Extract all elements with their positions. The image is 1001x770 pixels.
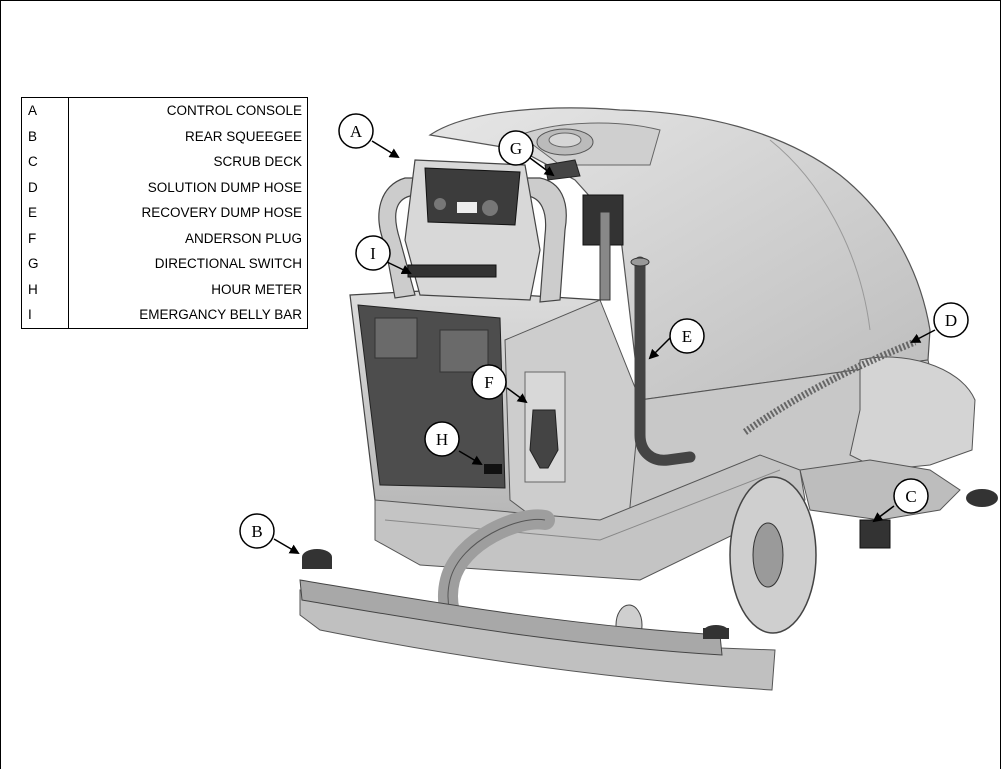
console-knob xyxy=(482,200,498,216)
callout-arrow-a xyxy=(371,140,400,159)
callout-arrow-c xyxy=(872,505,895,523)
callout-arrow-h xyxy=(458,450,483,466)
solution-dump-hose xyxy=(742,338,917,435)
legend-key: G xyxy=(21,251,69,277)
legend-key: F xyxy=(21,225,69,251)
handle-frame xyxy=(378,177,567,303)
callout-circle-b xyxy=(239,513,275,549)
callout-label-h: H xyxy=(436,430,448,449)
callout-a: A xyxy=(338,113,374,149)
legend-key: C xyxy=(21,149,69,175)
legend-label: REAR SQUEEGEE xyxy=(68,123,308,149)
callout-circle-h xyxy=(424,421,460,457)
legend-label: RECOVERY DUMP HOSE xyxy=(68,200,308,226)
legend-key: H xyxy=(21,276,69,302)
label-plate-2 xyxy=(439,329,489,373)
callout-circle-c xyxy=(893,478,929,514)
recovery-dump-hose xyxy=(634,256,696,466)
legend-key: B xyxy=(21,123,69,149)
callout-arrow-e xyxy=(648,337,671,360)
callout-h: H xyxy=(424,421,460,457)
squeegee-caster-right-body xyxy=(703,628,729,639)
solution-hose-tube xyxy=(599,211,611,301)
hose-end-cap xyxy=(630,257,650,267)
legend-label: ANDERSON PLUG xyxy=(68,225,308,251)
legend-label: HOUR METER xyxy=(68,276,308,302)
callout-arrow-g xyxy=(529,157,555,177)
callout-f: F xyxy=(471,364,507,400)
legend-key: D xyxy=(21,174,69,200)
callout-g: G xyxy=(498,130,534,166)
anderson-plug xyxy=(529,409,559,469)
callout-label-i: I xyxy=(370,244,376,263)
legend-label: SCRUB DECK xyxy=(68,149,308,175)
callout-label-g: G xyxy=(510,139,522,158)
recovery-tank-hood xyxy=(428,107,931,401)
callout-d: D xyxy=(933,302,969,338)
legend-label: DIRECTIONAL SWITCH xyxy=(68,251,308,277)
callout-circle-a xyxy=(338,113,374,149)
callout-i: I xyxy=(355,235,391,271)
bumper-trim xyxy=(384,469,781,541)
callout-circle-d xyxy=(933,302,969,338)
rear-squeegee-frame xyxy=(299,579,723,656)
belly-bar xyxy=(407,264,497,278)
console-display xyxy=(457,202,477,213)
callout-circle-f xyxy=(471,364,507,400)
legend-key: E xyxy=(21,200,69,226)
console-key-switch xyxy=(434,198,446,210)
scrub-deck-housing xyxy=(849,356,976,471)
legend-key: I xyxy=(21,302,69,329)
legend-label: SOLUTION DUMP HOSE xyxy=(68,174,308,200)
callout-circle-g xyxy=(498,130,534,166)
console-panel xyxy=(424,167,521,226)
legend-label: EMERGANCY BELLY BAR xyxy=(68,302,308,329)
scrub-deck-bracket xyxy=(859,519,891,549)
callout-label-d: D xyxy=(945,311,957,330)
legend-key: A xyxy=(21,97,69,124)
callout-label-c: C xyxy=(905,487,916,506)
hood-seam xyxy=(769,139,871,331)
callout-arrow-i xyxy=(386,261,412,275)
callout-label-a: A xyxy=(350,122,363,141)
label-plate-1 xyxy=(374,317,418,359)
callout-arrow-b xyxy=(273,538,300,555)
callout-b: B xyxy=(239,513,275,549)
callout-label-f: F xyxy=(484,373,493,392)
callout-circle-e xyxy=(669,318,705,354)
deck-caster xyxy=(966,489,998,507)
callout-label-e: E xyxy=(682,327,692,346)
callout-c: C xyxy=(893,478,929,514)
callout-e: E xyxy=(669,318,705,354)
tank-cap-inner xyxy=(548,132,582,148)
callout-arrow-d xyxy=(910,329,936,343)
rear-wheel-hub xyxy=(752,522,784,588)
squeegee-caster-left-body xyxy=(302,557,332,569)
callout-label-b: B xyxy=(251,522,262,541)
callout-arrow-f xyxy=(506,387,528,404)
hour-meter-display xyxy=(484,464,502,474)
callout-circle-i xyxy=(355,235,391,271)
legend-label: CONTROL CONSOLE xyxy=(68,97,308,124)
scrub-deck-skirt xyxy=(799,459,961,521)
